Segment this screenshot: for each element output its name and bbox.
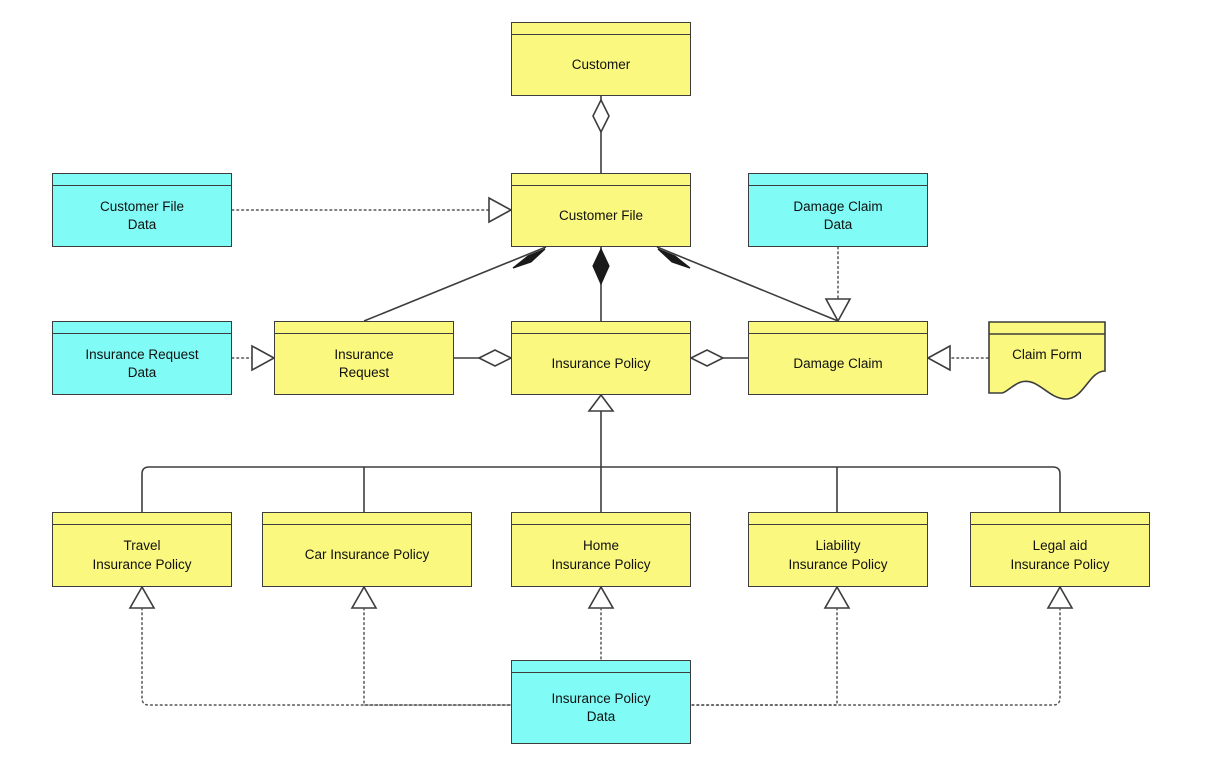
edge-generalization-tree bbox=[141, 393, 1061, 512]
edge-policydata-legalaidpolicy bbox=[690, 585, 1074, 706]
edge-policydata-homepolicy bbox=[587, 585, 615, 661]
edge-policydata-travelpolicy bbox=[128, 585, 512, 706]
class-header-strip bbox=[512, 23, 690, 35]
class-header-strip bbox=[53, 322, 231, 334]
class-node-customer-file[interactable]: Customer File bbox=[511, 173, 691, 247]
edge-damageclaimdata-damageclaim bbox=[824, 246, 852, 323]
edge-customerfile-damageclaim bbox=[656, 246, 839, 322]
data-node-insurance-request-data[interactable]: Insurance Request Data bbox=[52, 321, 232, 395]
class-label: Insurance Policy bbox=[551, 355, 651, 371]
edge-customer-customerfile bbox=[592, 96, 610, 173]
edge-insurancepolicy-damageclaim bbox=[689, 349, 748, 367]
class-header-strip bbox=[512, 513, 690, 525]
class-node-insurance-policy[interactable]: Insurance Policy bbox=[511, 321, 691, 395]
edge-insurancepolicy-insurancerequest bbox=[454, 349, 513, 367]
edge-claimform-damageclaim bbox=[926, 344, 989, 372]
data-node-customer-file-data[interactable]: Customer File Data bbox=[52, 173, 232, 247]
edge-customerfile-insurancepolicy bbox=[592, 247, 610, 321]
edge-customerfiledata-customerfile bbox=[231, 196, 513, 224]
class-header-strip bbox=[512, 661, 690, 673]
class-node-car-insurance-policy[interactable]: Car Insurance Policy bbox=[262, 512, 472, 587]
class-label: Liability Insurance Policy bbox=[788, 538, 888, 572]
class-label: Home Insurance Policy bbox=[551, 538, 651, 572]
class-label: Damage Claim Data bbox=[793, 198, 883, 232]
class-header-strip bbox=[749, 513, 927, 525]
class-node-legal-aid-insurance-policy[interactable]: Legal aid Insurance Policy bbox=[970, 512, 1150, 587]
edge-policydata-carpolicy bbox=[350, 585, 512, 706]
class-node-travel-insurance-policy[interactable]: Travel Insurance Policy bbox=[52, 512, 232, 587]
data-node-insurance-policy-data[interactable]: Insurance Policy Data bbox=[511, 660, 691, 744]
class-label: Car Insurance Policy bbox=[304, 547, 430, 563]
edge-insurancerequestdata-insurancerequest bbox=[231, 344, 276, 372]
data-node-damage-claim-data[interactable]: Damage Claim Data bbox=[748, 173, 928, 247]
document-shape-icon bbox=[988, 321, 1106, 400]
class-label: Customer File bbox=[558, 207, 644, 223]
class-header-strip bbox=[512, 174, 690, 186]
class-label: Customer bbox=[571, 56, 631, 72]
class-header-strip bbox=[263, 513, 471, 525]
class-label: Legal aid Insurance Policy bbox=[1010, 538, 1110, 572]
edge-policydata-liabilitypolicy bbox=[690, 585, 851, 706]
class-header-strip bbox=[53, 513, 231, 525]
class-label: Customer File Data bbox=[99, 198, 185, 232]
class-label: Travel Insurance Policy bbox=[92, 538, 192, 572]
class-node-insurance-request[interactable]: Insurance Request bbox=[274, 321, 454, 395]
class-header-strip bbox=[749, 322, 927, 334]
class-label: Insurance Request Data bbox=[85, 346, 199, 380]
class-header-strip bbox=[53, 174, 231, 186]
class-label: Insurance Request bbox=[334, 346, 394, 380]
class-node-damage-claim[interactable]: Damage Claim bbox=[748, 321, 928, 395]
class-header-strip bbox=[275, 322, 453, 334]
class-label: Damage Claim bbox=[793, 355, 883, 371]
class-node-liability-insurance-policy[interactable]: Liability Insurance Policy bbox=[748, 512, 928, 587]
class-node-customer[interactable]: Customer bbox=[511, 22, 691, 96]
class-node-home-insurance-policy[interactable]: Home Insurance Policy bbox=[511, 512, 691, 587]
class-header-strip bbox=[512, 322, 690, 334]
class-header-strip bbox=[971, 513, 1149, 525]
class-label: Insurance Policy Data bbox=[551, 690, 651, 724]
edge-customerfile-insurancerequest bbox=[363, 246, 547, 322]
class-header-strip bbox=[749, 174, 927, 186]
document-node-claim-form[interactable]: Claim Form bbox=[988, 321, 1106, 401]
